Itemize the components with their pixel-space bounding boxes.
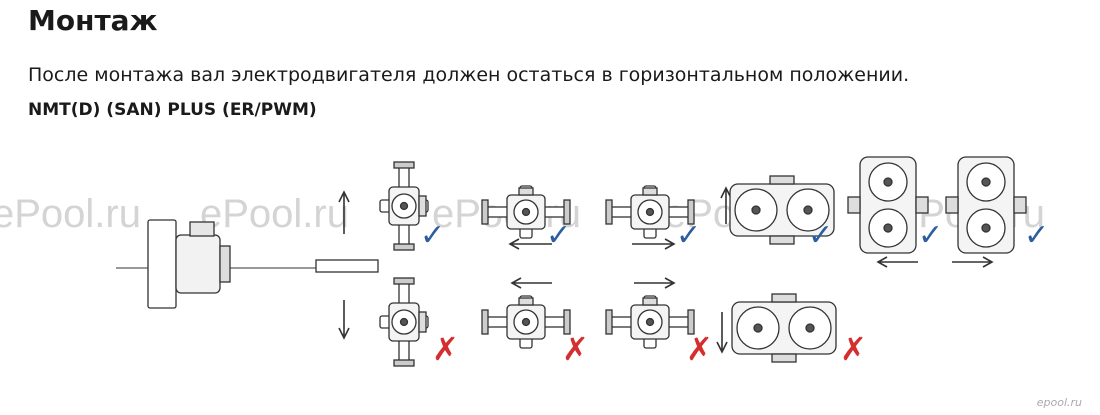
allowed-position-2 <box>481 185 571 250</box>
allowed-position-twin <box>720 175 835 245</box>
check-icon: ✓ <box>918 218 944 253</box>
allowed-position-1 <box>338 161 429 251</box>
check-icon: ✓ <box>1024 218 1050 253</box>
watermark-corner: epool.ru <box>1036 396 1082 409</box>
cross-icon: ✗ <box>432 330 459 368</box>
model-name: NMT(D) (SAN) PLUS (ER/PWM) <box>28 100 317 120</box>
pump-side-view <box>116 219 379 309</box>
forbidden-position-twin <box>716 293 837 363</box>
allowed-position-twin-stack-right <box>945 156 1027 268</box>
forbidden-position-3 <box>605 277 695 349</box>
watermark: ePool.ru <box>0 192 141 236</box>
check-icon: ✓ <box>420 218 446 253</box>
cross-icon: ✗ <box>562 330 589 368</box>
cross-icon: ✗ <box>840 330 867 368</box>
installation-instruction: После монтажа вал электродвигателя долже… <box>28 64 910 86</box>
allowed-position-twin-stack-left <box>847 156 929 268</box>
cross-icon: ✗ <box>686 330 713 368</box>
forbidden-position-2 <box>481 277 571 349</box>
check-icon: ✓ <box>808 218 834 253</box>
check-icon: ✓ <box>676 218 702 253</box>
allowed-position-3 <box>605 185 695 250</box>
check-icon: ✓ <box>546 218 572 253</box>
watermark: ePool.ru <box>200 192 349 236</box>
section-title: Монтаж <box>28 4 158 37</box>
forbidden-position-1 <box>338 277 429 367</box>
